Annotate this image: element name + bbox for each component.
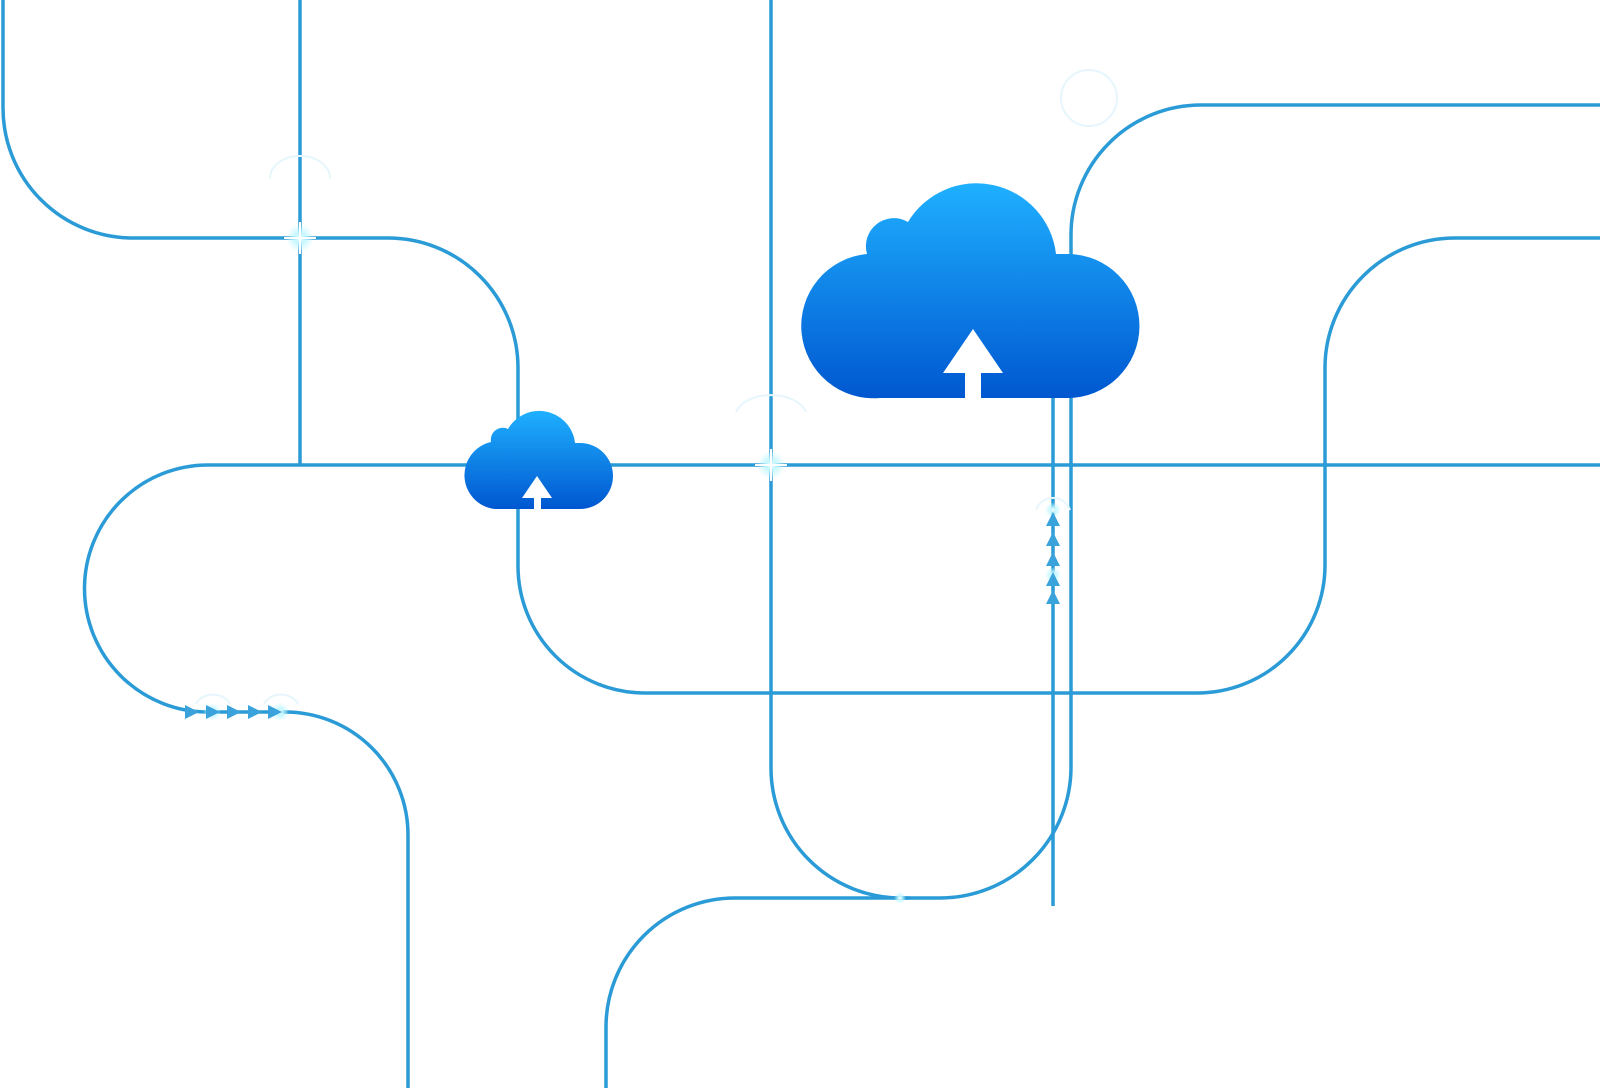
chevron-right-icon [185, 705, 199, 719]
cloud-upload-icon [464, 410, 613, 509]
flow-chevrons-right [185, 705, 282, 719]
halo-ring [1035, 496, 1071, 511]
chevron-up-icon [1046, 572, 1060, 586]
connector-line [769, 0, 1600, 900]
pulse-point [894, 892, 906, 904]
flow-chevrons-up [1046, 512, 1060, 604]
upload-arrow-icon [522, 476, 552, 509]
chevron-up-icon [1046, 512, 1060, 526]
connector-line [82, 463, 1600, 1088]
halo-ring [1060, 69, 1118, 127]
connector-line [516, 236, 1600, 695]
small-cloud-shape [464, 410, 613, 509]
connector-line [1, 0, 520, 468]
pulse-point [755, 449, 787, 481]
halo-ring [735, 394, 807, 413]
large-cloud-shape [801, 183, 1140, 399]
connector-line [604, 896, 910, 1088]
upload-arrow-icon [943, 329, 1003, 398]
chevron-right-icon [206, 705, 220, 719]
chevron-right-icon [268, 705, 282, 719]
chevron-up-icon [1046, 590, 1060, 604]
pulse-point [1045, 502, 1061, 518]
halo-ring [269, 155, 331, 179]
chevron-up-icon [1046, 532, 1060, 546]
halo-ring [263, 693, 299, 705]
halo-rings [195, 69, 1118, 705]
pulse-point [284, 222, 316, 254]
chevron-right-icon [248, 705, 262, 719]
chevron-right-icon [227, 705, 241, 719]
chevron-up-icon [1046, 552, 1060, 566]
halo-ring [195, 693, 231, 705]
cloud-upload-icon [801, 183, 1140, 399]
